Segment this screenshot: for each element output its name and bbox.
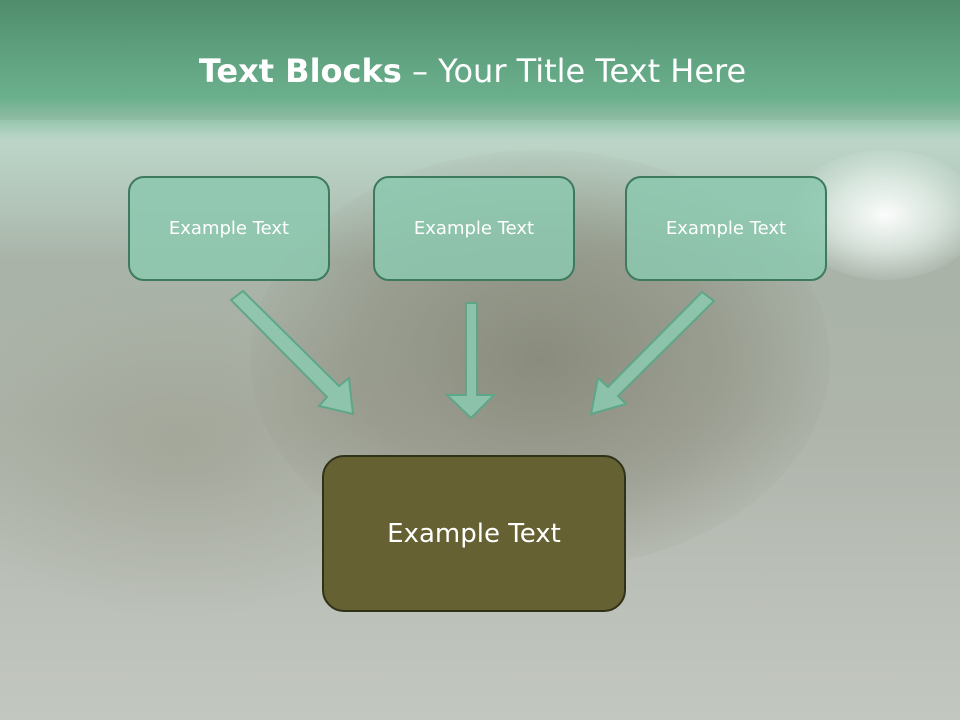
arrow-left [229, 289, 355, 416]
slide-title: Text Blocks – Your Title Text Here [0, 52, 945, 90]
text-block-3[interactable]: Example Text [625, 176, 827, 281]
title-bold: Text Blocks [198, 52, 402, 90]
text-block-2-label: Example Text [413, 218, 535, 239]
text-block-1[interactable]: Example Text [128, 176, 330, 281]
title-text: Your Title Text Here [438, 52, 747, 90]
main-text-block-label: Example Text [387, 518, 561, 549]
title-bar [0, 0, 960, 140]
main-text-block[interactable]: Example Text [322, 455, 626, 612]
arrow-center [444, 302, 497, 420]
text-block-3-label: Example Text [665, 218, 787, 239]
text-block-2[interactable]: Example Text [373, 176, 575, 281]
text-block-1-label: Example Text [168, 218, 290, 239]
arrow-right [589, 290, 716, 416]
title-separator: – [401, 52, 439, 90]
